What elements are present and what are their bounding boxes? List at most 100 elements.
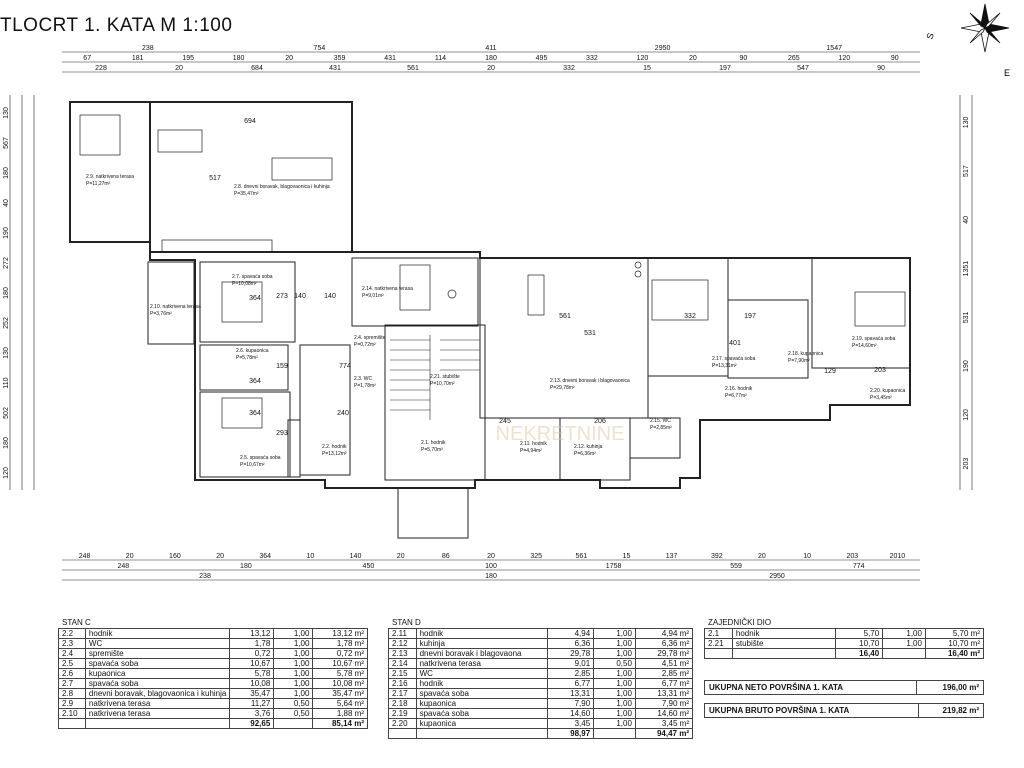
right-dim-label: 517 — [963, 165, 970, 177]
total-gross: 92,65 — [229, 718, 275, 729]
room-label: 2.6. kupaonica — [236, 348, 269, 354]
top-dim-3-label: 547 — [797, 65, 809, 72]
table-cell: natkrivena terasa — [415, 658, 548, 669]
table-cell — [882, 648, 926, 659]
terrace-west-room — [69, 101, 151, 243]
bedroom-2-5 — [199, 391, 291, 478]
table-cell: 1,00 — [273, 678, 314, 689]
bottom-dim-1-label: 561 — [575, 553, 587, 560]
table-cell: 13,31 — [546, 688, 595, 699]
table-cell: 3,76 — [229, 708, 275, 719]
top-dim-2-label: 90 — [740, 55, 748, 62]
top-dim-1-label: 1547 — [826, 45, 842, 52]
table-cell: 6,77 m² — [634, 678, 694, 689]
bottom-dim-3-label: 2950 — [769, 573, 785, 580]
inner-dim-label: 531 — [584, 330, 596, 337]
room-label: 2.4. spremište — [354, 335, 386, 341]
table-cell: kupaonica — [415, 698, 548, 709]
top-dim-2-label: 495 — [536, 55, 548, 62]
top-dim-2-label: 114 — [435, 55, 446, 62]
inner-dim-label: 694 — [244, 118, 256, 125]
stair-treads — [390, 335, 480, 420]
room-area: P=13,31m² — [712, 363, 737, 369]
room-area: P=10,70m² — [430, 381, 455, 387]
top-dim-1-label: 238 — [142, 45, 154, 52]
table-cell: 10,70 m² — [924, 638, 985, 649]
table-cell: 2.15 — [388, 668, 417, 679]
top-dim-3-label: 197 — [719, 65, 731, 72]
left-dim-label: 190 — [3, 227, 10, 239]
table-cell: kuhinja — [415, 638, 548, 649]
inner-dim-label: 401 — [729, 340, 741, 347]
table-cell: 5,78 m² — [312, 668, 368, 679]
bottom-dim-1-label: 248 — [79, 553, 91, 560]
table-cell: 10,70 — [834, 638, 884, 649]
table-cell: WC — [84, 638, 231, 649]
bottom-dim-1-label: 20 — [758, 553, 766, 560]
top-dim-3-label: 332 — [563, 65, 575, 72]
bathroom-2-6 — [199, 344, 289, 391]
table-cell: 1,00 — [593, 698, 636, 709]
table-cell: 1,00 — [593, 688, 636, 699]
table-cell: 5,78 — [229, 668, 275, 679]
left-dimension-lines — [9, 95, 35, 490]
table-cell: 2.12 — [388, 638, 417, 649]
table-cell: 0,50 — [593, 658, 636, 669]
top-dim-2-label: 180 — [233, 55, 245, 62]
table-cell: 9,01 — [546, 658, 595, 669]
table-cell: 11,27 — [229, 698, 275, 709]
table-cell: stubište — [731, 638, 836, 649]
neto-label: UKUPNA NETO POVRŠINA 1. KATA — [704, 680, 917, 695]
room-label: 2.12. kuhinja — [574, 444, 603, 450]
table-cell: 10,67 — [229, 658, 275, 669]
room-label: 2.16. hodnik — [725, 386, 753, 392]
inner-dim-label: 240 — [337, 410, 349, 417]
table-cell: 1,00 — [593, 648, 636, 659]
table-cell: 1,00 — [593, 668, 636, 679]
table-cell: hodnik — [415, 678, 548, 689]
inner-dim-label: 203 — [874, 367, 886, 374]
table-cell: 2.18 — [388, 698, 417, 709]
compass-s: S — [924, 32, 935, 41]
table-cell: natkrivena terasa — [84, 708, 231, 719]
room-label: 2.2. hodnik — [322, 444, 347, 450]
top-dim-2-label: 20 — [285, 55, 293, 62]
table-cell: hodnik — [415, 628, 548, 639]
table-cell: 0,50 — [273, 708, 314, 719]
north-arrow — [960, 3, 1010, 53]
table-cell: 6,77 — [546, 678, 595, 689]
table-cell: 2.1 — [704, 628, 733, 639]
table-cell: 5,70 m² — [924, 628, 985, 639]
inner-dim-label: 561 — [559, 313, 571, 320]
room-area: P=4,94m² — [520, 448, 542, 454]
room-label: 2.3. WC — [354, 376, 372, 382]
zajednicki-heading: ZAJEDNIČKI DIO — [708, 618, 772, 627]
right-dim-label: 40 — [963, 216, 970, 224]
room-label: 2.18. kupaonica — [788, 351, 824, 357]
bottom-dim-1-label: 364 — [259, 553, 271, 560]
table-cell: 2.14 — [388, 658, 417, 669]
bottom-dim-2-label: 1758 — [606, 563, 622, 570]
table-cell: 2.10 — [58, 708, 86, 719]
top-dim-2-label: 120 — [637, 55, 649, 62]
bedroom-2-7 — [199, 261, 296, 343]
bottom-dim-1-label: 15 — [623, 553, 631, 560]
table-cell: 7,90 — [546, 698, 595, 709]
table-cell: spavaća soba — [84, 658, 231, 669]
right-dim-label: 130 — [963, 116, 970, 128]
top-dim-3-label: 684 — [251, 65, 263, 72]
room-area: P=13,12m² — [322, 451, 347, 457]
room-area: P=35,47m² — [234, 191, 259, 197]
bottom-dim-3-label: 238 — [199, 573, 211, 580]
table-cell: 1,78 m² — [312, 638, 368, 649]
room-area: P=10,67m² — [240, 462, 265, 468]
